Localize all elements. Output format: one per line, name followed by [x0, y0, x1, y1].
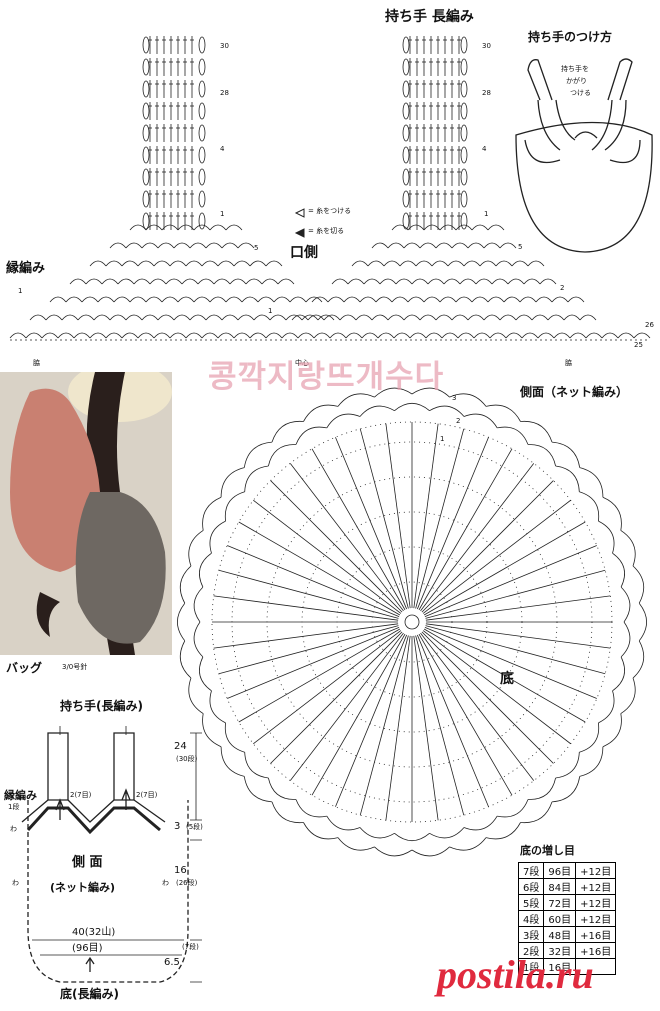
circle-row-3: 3 — [452, 394, 457, 402]
schematic-side-title: 側 面 — [72, 855, 103, 870]
bag-schematic — [21, 726, 202, 983]
attach-note-line-2: かがり — [566, 77, 587, 85]
increase-cell-inc: +12目 — [575, 894, 617, 911]
handle-chart — [142, 36, 468, 230]
increase-cell-row: 5段 — [517, 894, 545, 911]
opening-side-label: 口側 — [290, 245, 318, 261]
edge-label-top: 縁編み — [6, 261, 46, 276]
dim-handle-rows: (30段) — [176, 755, 198, 763]
needle-size: 3/0号針 — [62, 663, 88, 671]
increase-cell-count: 84目 — [543, 878, 577, 895]
site-watermark: postila.ru — [437, 952, 594, 997]
attach-diagram-title: 持ち手のつけ方 — [528, 30, 613, 44]
row-30-left: 30 — [220, 42, 229, 50]
increase-cell-inc: +12目 — [575, 910, 617, 927]
increase-cell-count: 72目 — [543, 894, 577, 911]
row-1-right: 1 — [484, 210, 489, 218]
korean-watermark: 콩깍지랑뜨개수다 — [208, 359, 445, 395]
row-1-edge-left: 1 — [18, 287, 23, 295]
increase-cell-count: 60目 — [543, 910, 577, 927]
legend-attach-text: = 糸をつける — [308, 207, 352, 215]
schematic-edge-label: 縁編み — [4, 789, 37, 802]
row-28-right: 28 — [482, 89, 491, 97]
bottom-circle-chart — [177, 387, 647, 857]
row-4-left: 4 — [220, 145, 225, 153]
schematic-bottom-count: (96目) — [72, 943, 103, 954]
increase-cell-inc: +16目 — [575, 926, 617, 943]
dim-bottom-rows: (7段) — [182, 943, 199, 951]
attach-note-line-3: つける — [570, 89, 591, 97]
side-mark-left: 脇 — [33, 359, 40, 367]
circle-row-1: 1 — [440, 435, 445, 443]
schematic-stitches-left: 2(7目) — [70, 791, 92, 799]
increase-table-title: 底の増し目 — [520, 844, 575, 857]
increase-cell-row: 4段 — [517, 910, 545, 927]
bottom-label: 底 — [500, 671, 514, 687]
schematic-bottom-label: 底(長編み) — [60, 987, 119, 1001]
net-band-chart — [9, 224, 651, 341]
attach-note-line-1: 持ち手を — [561, 65, 589, 73]
schematic-width: 40(32山) — [72, 927, 116, 938]
row-5-right: 5 — [518, 243, 523, 251]
center-mark: 中心 — [295, 359, 309, 367]
row-2-edge: 2 — [560, 284, 565, 292]
dim-edge-rows: (5段) — [186, 823, 203, 831]
row-4-right: 4 — [482, 145, 487, 153]
increase-cell-row: 3段 — [517, 926, 545, 943]
legend-cut-text: = 糸を切る — [308, 227, 345, 235]
handle-chart-title: 持ち手 長編み — [385, 9, 474, 25]
row-1-edge-center: 1 — [268, 307, 273, 315]
schematic-edge-rows: 1段 — [8, 803, 20, 811]
row-25: 25 — [634, 341, 643, 349]
increase-cell-inc: +12目 — [575, 878, 617, 895]
row-26: 26 — [645, 321, 654, 329]
dim-edge: 3 — [174, 821, 181, 832]
increase-cell-row: 7段 — [517, 862, 545, 879]
schematic-wa-left: わ — [10, 825, 17, 833]
schematic-wa-left-2: わ — [12, 879, 19, 887]
increase-cell-row: 6段 — [517, 878, 545, 895]
dim-side-rows: (26段) — [176, 879, 198, 887]
handle-attach-diagram — [515, 58, 653, 253]
legend-symbols — [294, 208, 305, 238]
side-net-label: 側面（ネット編み） — [520, 385, 629, 399]
schematic-side-subtitle: (ネット編み) — [50, 881, 116, 894]
row-28-left: 28 — [220, 89, 229, 97]
row-1-left: 1 — [220, 210, 225, 218]
increase-cell-count: 48目 — [543, 926, 577, 943]
row-30-right: 30 — [482, 42, 491, 50]
schematic-wa-right: わ — [162, 879, 169, 887]
row-5-left: 5 — [254, 244, 259, 252]
circle-row-2: 2 — [456, 417, 461, 425]
schematic-stitches-right: 2(7目) — [136, 791, 158, 799]
side-mark-right: 脇 — [565, 359, 572, 367]
dim-bottom: 6.5 — [164, 957, 180, 968]
increase-cell-row: 1段 — [517, 958, 545, 975]
dim-handle: 24 — [174, 741, 187, 752]
schematic-handle-label: 持ち手(長編み) — [60, 699, 143, 713]
increase-cell-inc: +12目 — [575, 862, 617, 879]
increase-cell-count: 96目 — [543, 862, 577, 879]
bag-photo — [0, 372, 172, 655]
dim-side: 16 — [174, 865, 187, 876]
increase-cell-inc — [575, 958, 617, 975]
photo-caption: バッグ — [6, 661, 43, 675]
